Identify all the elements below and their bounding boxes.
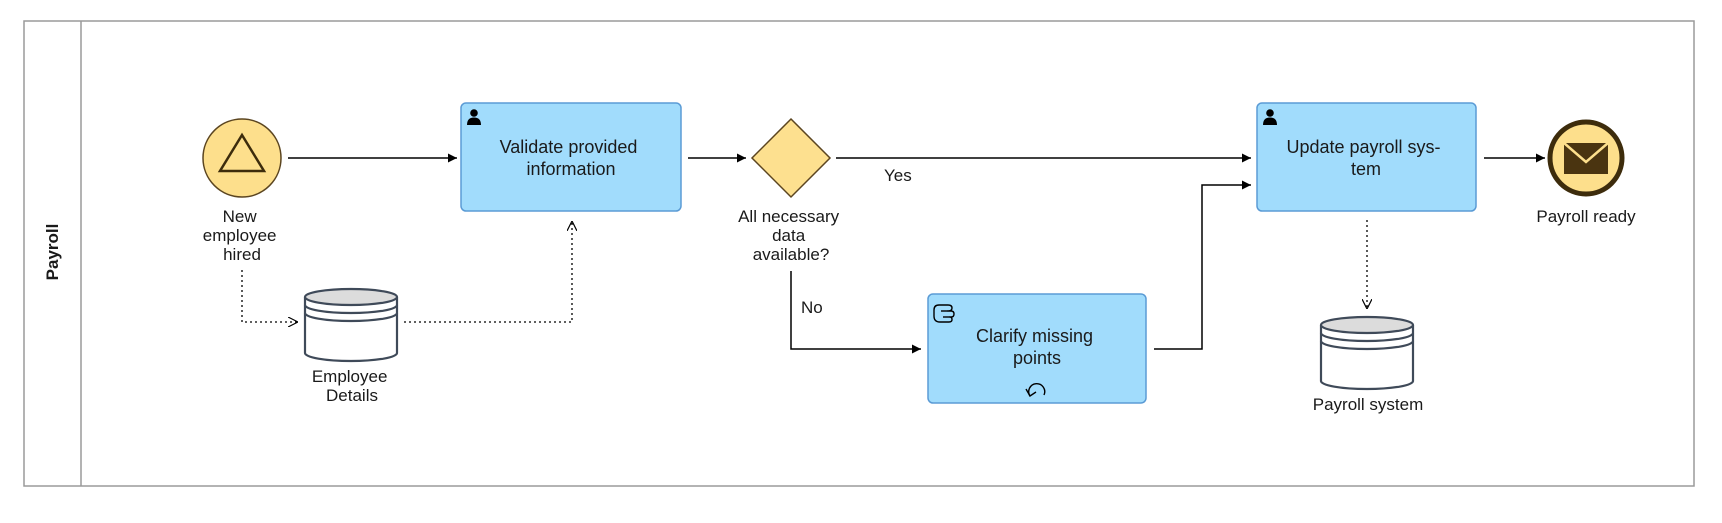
exclusive-gateway-diamond[interactable] xyxy=(750,117,832,199)
payroll-system-cylinder-body[interactable] xyxy=(1319,325,1415,391)
pool-border xyxy=(23,20,1695,487)
association-employee-details-to-validate[interactable] xyxy=(404,221,572,323)
payroll-system-cylinder-ring-1 xyxy=(1319,332,1415,343)
start-event-label: New employee hired xyxy=(203,207,281,264)
start-event-circle[interactable] xyxy=(202,118,282,198)
payroll-system-label: Payroll system xyxy=(1313,395,1424,414)
user-task-icon xyxy=(1263,109,1277,125)
start-event[interactable]: New employee hired xyxy=(202,118,282,264)
manual-task-hand-icon xyxy=(933,304,955,323)
sequence-flows xyxy=(288,153,1545,354)
end-event[interactable]: Payroll ready xyxy=(1536,119,1636,226)
pool: Payroll xyxy=(23,20,1695,487)
user-task-icon xyxy=(467,109,481,125)
task-update-label: Update payroll sys- tem xyxy=(1286,137,1445,179)
flow-clarify-to-update[interactable] xyxy=(1154,180,1251,350)
data-store-employee-details[interactable]: Employee Details xyxy=(303,287,399,405)
message-envelope-icon xyxy=(1563,142,1609,174)
employee-details-cylinder-body[interactable] xyxy=(303,297,399,363)
task-update-box[interactable] xyxy=(1256,102,1477,212)
employee-details-label: Employee Details xyxy=(312,367,392,405)
flow-label-yes: Yes xyxy=(884,166,912,185)
payroll-system-cylinder-ring-2 xyxy=(1319,340,1415,351)
task-validate-box[interactable] xyxy=(460,102,682,212)
task-validate-label: Validate provided information xyxy=(500,137,643,179)
data-associations xyxy=(241,220,1367,323)
end-event-label: Payroll ready xyxy=(1536,207,1636,226)
task-update[interactable]: Update payroll sys- tem xyxy=(1256,102,1477,212)
gateway-label: All necessary data available? xyxy=(738,207,844,264)
task-clarify-box[interactable] xyxy=(927,293,1147,404)
task-validate[interactable]: Validate provided information xyxy=(460,102,682,212)
loop-marker-icon xyxy=(1025,382,1046,397)
signal-triangle-icon xyxy=(217,132,267,173)
employee-details-cylinder-ring-2 xyxy=(303,312,399,323)
flow-label-no: No xyxy=(801,298,823,317)
lane-label: Payroll xyxy=(43,224,62,281)
task-clarify[interactable]: Clarify missing points xyxy=(927,293,1147,404)
association-start-to-employee-details[interactable] xyxy=(241,270,298,322)
flow-gateway-no[interactable] xyxy=(790,271,921,354)
payroll-system-cylinder-top xyxy=(1319,315,1415,335)
employee-details-cylinder-top xyxy=(303,287,399,307)
data-store-payroll-system[interactable]: Payroll system xyxy=(1313,315,1424,414)
employee-details-cylinder-ring-1 xyxy=(303,304,399,315)
task-clarify-label: Clarify missing points xyxy=(976,326,1098,368)
gateway[interactable]: All necessary data available? xyxy=(738,117,844,264)
